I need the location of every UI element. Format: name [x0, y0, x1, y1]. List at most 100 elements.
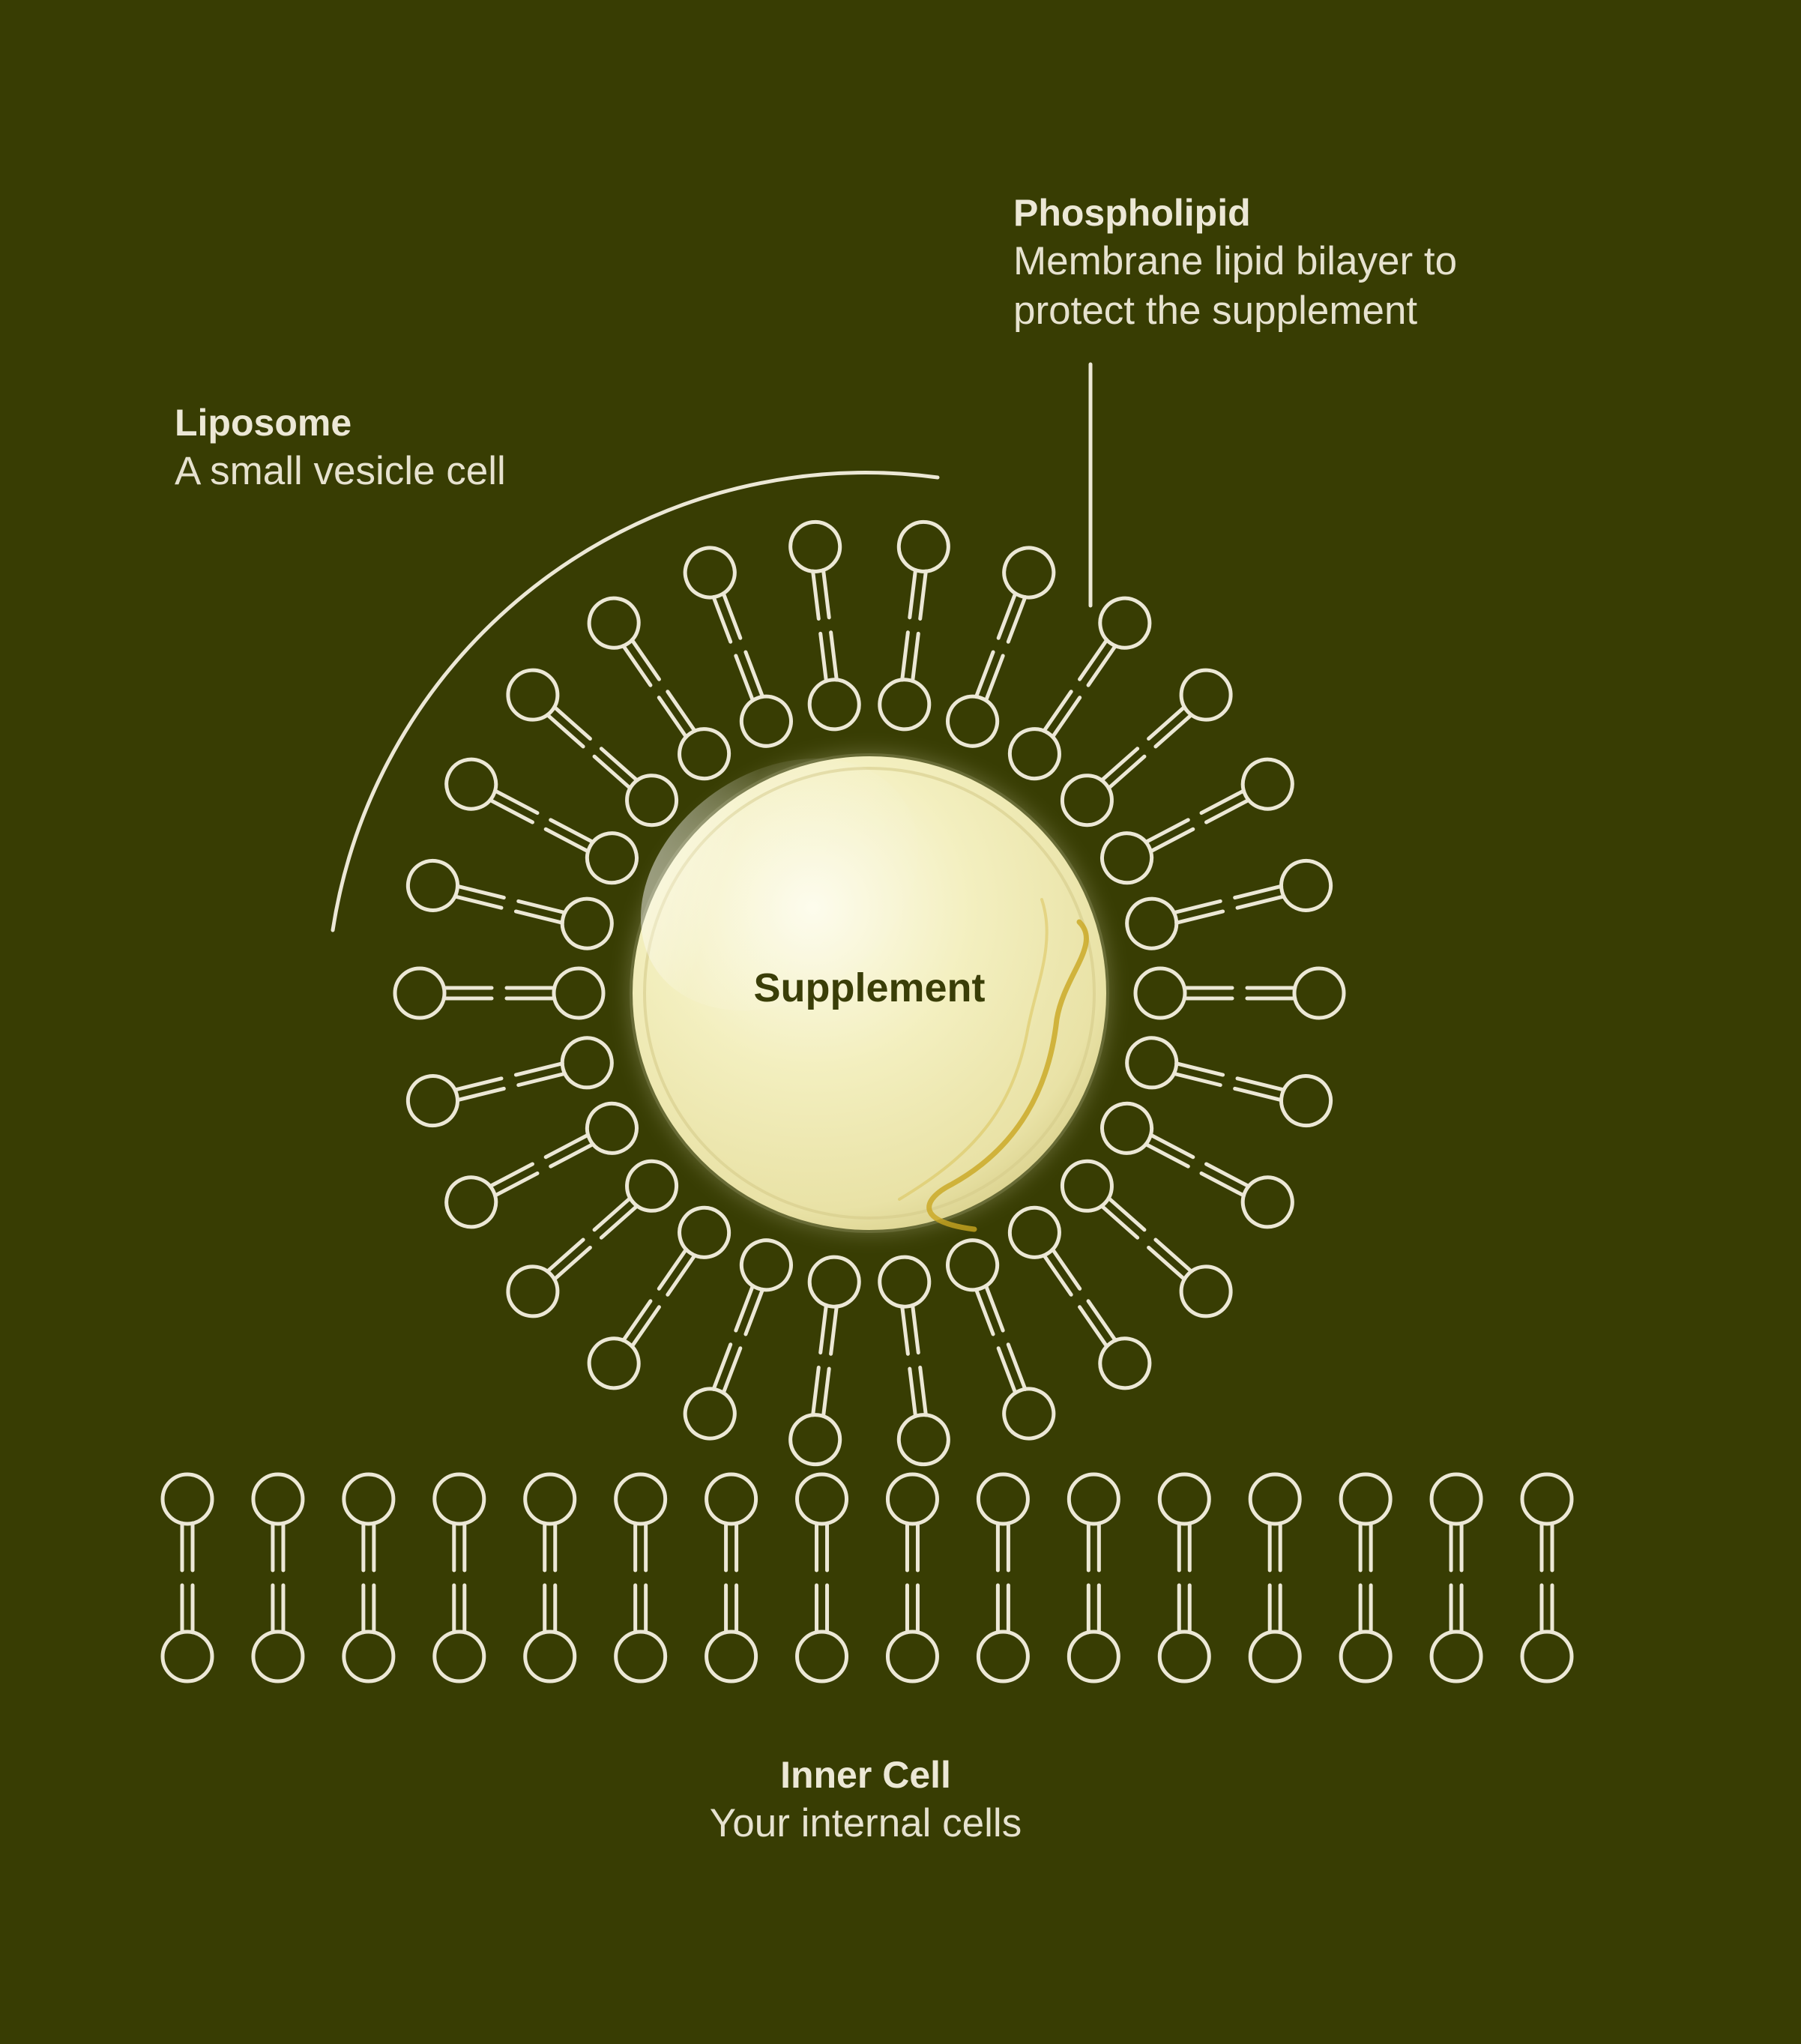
outer-phospholipid — [1233, 858, 1333, 912]
bilayer-top-phospholipid — [342, 1472, 396, 1573]
inner-phospholipid — [734, 1238, 793, 1336]
phospholipid-tail — [549, 818, 595, 845]
phospholipid-tail — [1199, 1171, 1246, 1198]
bilayer-bottom-phospholipid — [705, 1583, 758, 1683]
bilayer-top-phospholipid — [885, 1472, 939, 1573]
phospholipid-tail — [1006, 595, 1028, 644]
phospholipid-head — [1520, 1472, 1574, 1526]
phospholipid-tail — [743, 650, 765, 699]
phospholipid-head — [523, 1630, 577, 1683]
phospholipid-tail — [1148, 827, 1195, 854]
supplement-label: Supplement — [753, 965, 986, 1010]
bilayer-top-phospholipid — [614, 1472, 668, 1573]
phospholipid-tail — [545, 1237, 585, 1273]
inner-cell-label: Inner Cell Your internal cells — [0, 1751, 1731, 1848]
phospholipid-tail — [1086, 1299, 1117, 1342]
bilayer-bottom-phospholipid — [614, 1583, 668, 1683]
phospholipid-head — [552, 966, 606, 1020]
phospholipid-head — [1279, 858, 1333, 912]
radial-phospholipid-pair — [405, 858, 614, 950]
outer-phospholipid — [393, 966, 494, 1020]
radial-phospholipid-pair — [878, 519, 950, 732]
radial-phospholipid-pair — [878, 1255, 950, 1467]
phospholipid-head — [976, 1630, 1030, 1683]
phospholipid-tail — [974, 1287, 995, 1336]
phospholipid-head — [342, 1472, 396, 1526]
radial-phospholipid-pair — [393, 966, 606, 1020]
outer-phospholipid — [683, 1342, 743, 1441]
radial-phospholipid-pair — [683, 546, 793, 748]
bilayer-bottom-phospholipid — [342, 1583, 396, 1683]
phospholipid-head — [444, 757, 498, 811]
phospholipid-description-line1: Membrane lipid bilayer to — [1013, 239, 1458, 283]
phospholipid-head — [444, 1175, 498, 1229]
bilayer-column — [885, 1472, 939, 1683]
phospholipid-tail — [1078, 1305, 1109, 1348]
phospholipid-tail — [516, 899, 567, 915]
outer-phospholipid — [1078, 1299, 1152, 1390]
phospholipid-tail — [911, 631, 920, 684]
radial-phospholipids — [393, 519, 1346, 1467]
phospholipid-tail — [599, 1204, 639, 1240]
phospholipid-tail — [630, 638, 661, 681]
phospholipid-head — [878, 678, 932, 732]
phospholipid-tail — [513, 909, 564, 925]
phospholipid-tail — [900, 630, 910, 682]
phospholipid-head — [614, 1630, 668, 1683]
phospholipid-tail — [900, 1304, 910, 1356]
inner-cell-description: Your internal cells — [709, 1801, 1022, 1845]
inner-phospholipid — [1060, 1159, 1147, 1240]
phospholipid-head — [506, 1264, 560, 1318]
phospholipid-head — [1007, 1205, 1061, 1259]
inner-phospholipid — [1100, 1101, 1195, 1169]
radial-phospholipid-pair — [1133, 966, 1346, 1020]
bilayer-column — [251, 1472, 305, 1683]
phospholipid-head — [1179, 668, 1233, 722]
radial-phospholipid-pair — [444, 757, 639, 885]
phospholipid-tail — [549, 1142, 595, 1169]
phospholipid-head — [788, 519, 842, 573]
phospholipid-tail — [811, 569, 821, 621]
phospholipid-head — [393, 966, 447, 1020]
inner-phospholipid — [504, 966, 606, 1020]
bilayer-top-phospholipid — [1339, 1472, 1393, 1573]
radial-phospholipid-pair — [1060, 668, 1233, 827]
phospholipid-head — [807, 1255, 861, 1309]
phospholipid-head — [342, 1630, 396, 1683]
phospholipid-head — [683, 1387, 737, 1441]
outer-phospholipid — [1245, 966, 1346, 1020]
phospholipid-tail — [1042, 690, 1073, 733]
phospholipid-tail — [1233, 1086, 1284, 1103]
phospholipid-tail — [734, 1283, 755, 1333]
inner-phospholipid — [1060, 747, 1147, 827]
phospholipid-head — [585, 1101, 639, 1155]
phospholipid-head — [1429, 1472, 1483, 1526]
phospholipid-head — [1240, 757, 1294, 811]
phospholipid-tail — [1144, 1142, 1190, 1169]
bilayer-column — [523, 1472, 577, 1683]
outer-phospholipid — [587, 1299, 661, 1390]
radial-phospholipid-pair — [788, 519, 861, 732]
phospholipid-tail — [821, 568, 831, 620]
phospholipid-head — [1060, 1159, 1114, 1213]
inner-phospholipid — [1007, 1205, 1082, 1297]
bilayer-column — [705, 1472, 758, 1683]
phospholipid-tail — [1147, 705, 1186, 741]
phospholipid-head — [795, 1472, 849, 1526]
phospholipid-head — [506, 668, 560, 722]
inner-phospholipid — [592, 1159, 679, 1240]
phospholipid-head — [1248, 1630, 1302, 1683]
phospholipid-tail — [818, 1303, 828, 1355]
outer-phospholipid — [996, 546, 1056, 644]
phospholipid-tail — [545, 713, 585, 749]
phospholipid-head — [739, 1238, 793, 1292]
outer-phospholipid — [896, 519, 950, 621]
phospholipid-tail — [453, 1076, 504, 1092]
outer-phospholipid — [1199, 1162, 1294, 1229]
outer-phospholipid — [788, 1365, 842, 1467]
inner-phospholipid — [946, 1238, 1005, 1336]
phospholipid-tail — [493, 1171, 540, 1198]
bilayer-top-phospholipid — [795, 1472, 849, 1573]
bilayer-top-phospholipid — [523, 1472, 577, 1573]
phospholipid-head — [405, 1074, 459, 1128]
